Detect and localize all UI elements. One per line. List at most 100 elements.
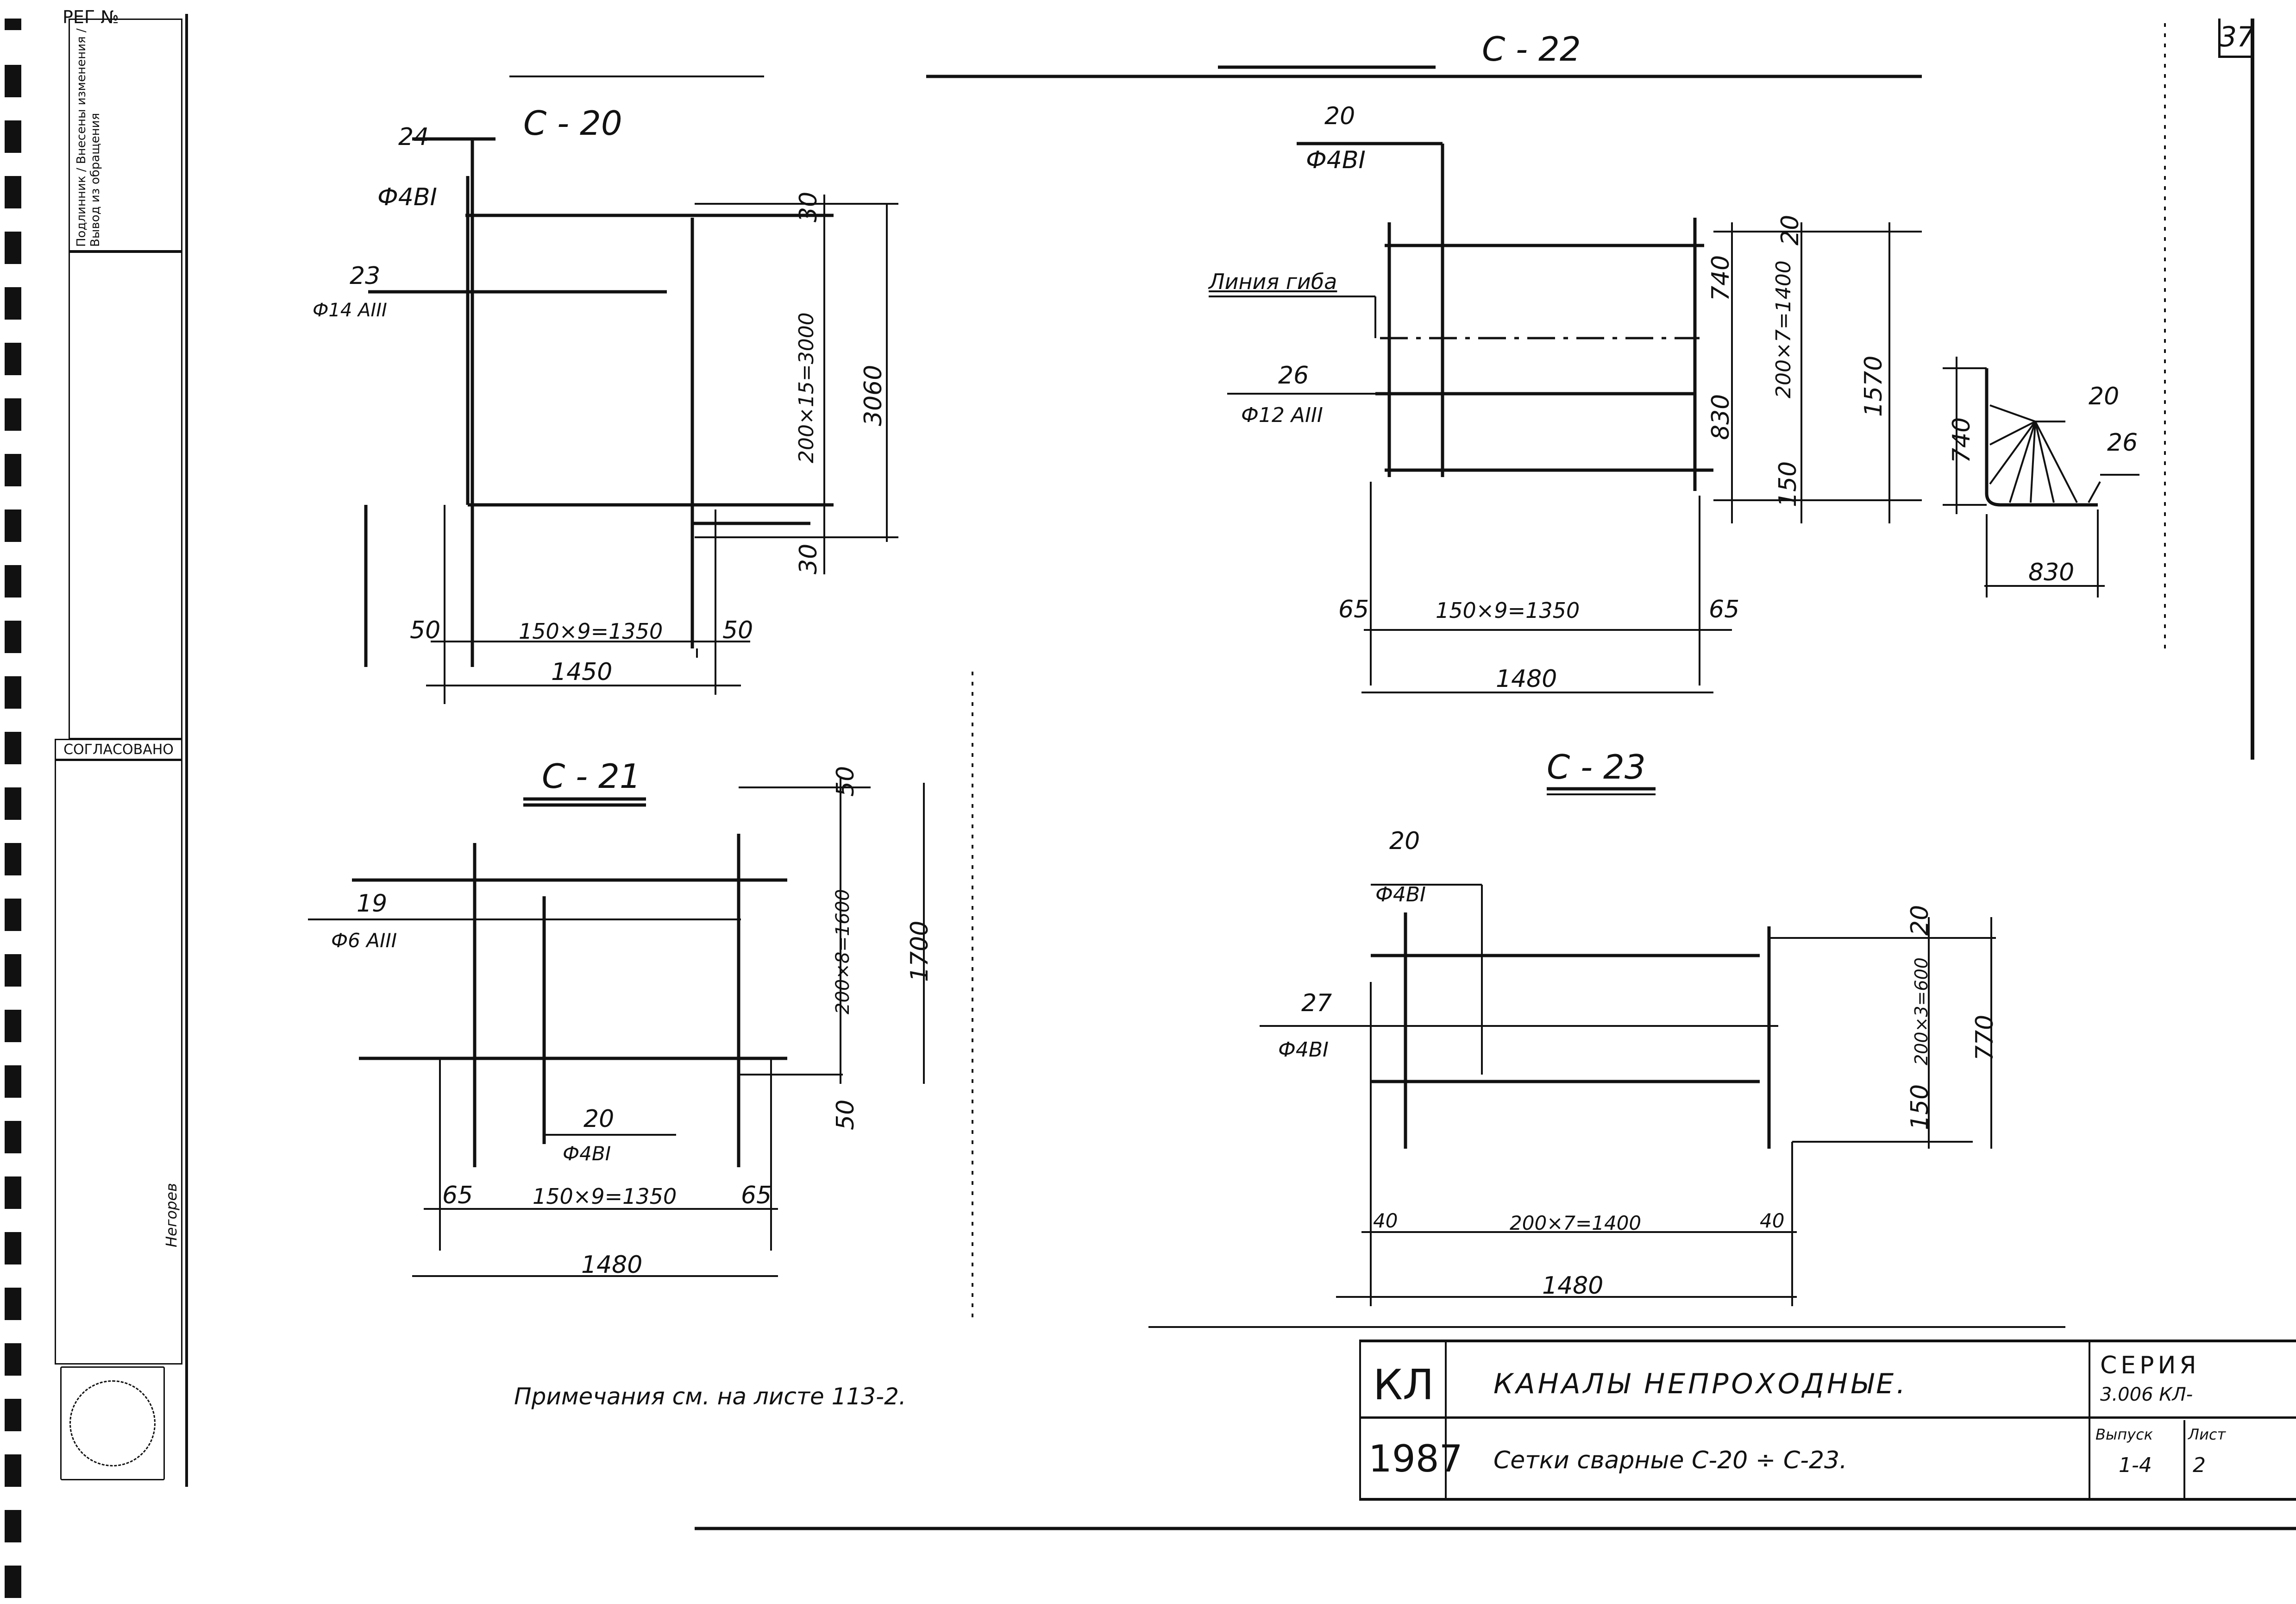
mesh-c23-left-off: 40 xyxy=(1373,1209,1398,1232)
bent-view-label-b: 26 xyxy=(2107,429,2138,457)
mesh-c23-top-bar-spec: Ф4ВI xyxy=(1375,883,1426,906)
mesh-c20-width-total: 1450 xyxy=(551,658,613,686)
mesh-c22-top-bar-pos: 20 xyxy=(1324,102,1355,130)
binding-hole xyxy=(5,510,21,542)
mesh-c22-drawing xyxy=(1209,65,1922,693)
mesh-c23-side-bar-spec: Ф4ВI xyxy=(1278,1038,1329,1062)
mesh-c22-width-total: 1480 xyxy=(1496,665,1557,693)
binding-hole xyxy=(5,65,21,97)
mesh-c21-title: С - 21 xyxy=(542,757,641,796)
mesh-c22-side-bar-spec: Ф12 АIII xyxy=(1241,403,1323,427)
mesh-c23-top-off: 20 xyxy=(1906,905,1934,936)
mesh-c22-bent-view xyxy=(1943,357,2139,598)
binding-hole xyxy=(5,1176,21,1209)
mesh-c22-horizontal-pitch: 150×9=1350 xyxy=(1436,598,1580,623)
mesh-c22-bend-line-label: Линия гиба xyxy=(1209,269,1337,294)
sheet-note: Примечания см. на листе 113-2. xyxy=(514,1383,906,1410)
mesh-c20-height-total: 3060 xyxy=(859,365,887,426)
tb-divider xyxy=(1359,1342,1361,1498)
title-block: КЛ 1987 КАНАЛЫ НЕПРОХОДНЫЕ. Сетки сварны… xyxy=(1359,1340,2296,1501)
mesh-c22-title: С - 22 xyxy=(1482,30,1581,69)
tb-issue-value: 1-4 xyxy=(2119,1453,2152,1477)
binding-hole xyxy=(5,1121,21,1153)
binding-hole xyxy=(5,1288,21,1320)
mesh-c23-bottom-off: 150 xyxy=(1906,1084,1934,1130)
mesh-c21-bottom-bar-spec: Ф4ВI xyxy=(563,1142,611,1165)
stamp-agreed-label: СОГЛАСОВАНО xyxy=(55,739,182,760)
mesh-c21-right-off: 65 xyxy=(741,1182,772,1209)
mesh-c22-height-total: 1570 xyxy=(1860,355,1888,417)
right-frame-line xyxy=(2251,19,2254,760)
mesh-c22-side-bar-pos: 26 xyxy=(1278,362,1309,390)
mesh-c20-side-bar-pos: 23 xyxy=(350,262,381,290)
mesh-c23-height-total: 770 xyxy=(1971,1014,1999,1061)
round-seal-icon xyxy=(69,1380,156,1466)
tb-code-bottom: 1987 xyxy=(1368,1437,1463,1480)
binding-hole xyxy=(5,899,21,931)
tb-divider xyxy=(1445,1342,1447,1498)
binding-hole xyxy=(5,1232,21,1264)
binding-hole xyxy=(5,787,21,820)
mesh-c20-left-off: 50 xyxy=(410,616,441,644)
tb-sheet-value: 2 xyxy=(2193,1453,2206,1477)
binding-hole xyxy=(5,1566,21,1598)
mesh-c20-top-bar-spec: Ф4ВI xyxy=(377,183,437,211)
page-number-box: 37 xyxy=(2218,19,2254,58)
mesh-c20-top-off: 30 xyxy=(795,191,822,222)
tb-title: КАНАЛЫ НЕПРОХОДНЫЕ. xyxy=(1493,1368,1908,1400)
mesh-c22-bottom-off: 150 xyxy=(1774,461,1802,507)
mesh-c20-vertical-pitch: 200×15=3000 xyxy=(795,312,818,463)
binding-hole xyxy=(5,1065,21,1098)
mesh-c21-bottom-bar-pos: 20 xyxy=(583,1105,615,1133)
mesh-c22-top-bar-spec: Ф4ВI xyxy=(1306,146,1366,174)
binding-hole xyxy=(5,843,21,875)
mesh-c20-right-off: 50 xyxy=(722,616,753,644)
mesh-c23-title: С - 23 xyxy=(1547,748,1646,786)
binding-hole xyxy=(5,343,21,375)
mesh-c21-left-off: 65 xyxy=(442,1182,473,1209)
mesh-c22-upper-segment: 740 xyxy=(1707,255,1735,301)
binding-hole xyxy=(5,176,21,208)
left-stamp: Подлинник / Внесены изменения / Вывод из… xyxy=(51,14,188,1487)
binding-hole xyxy=(5,19,21,30)
binding-hole xyxy=(5,1454,21,1487)
stamp-signatures-grid: Негорев xyxy=(55,760,182,1365)
mesh-c21-horizontal-pitch: 150×9=1350 xyxy=(533,1184,677,1209)
mesh-c21-vertical-pitch: 200×8=1600 xyxy=(832,889,853,1014)
binding-hole xyxy=(5,1399,21,1431)
tb-code-top: КЛ xyxy=(1373,1361,1434,1409)
mesh-c21-top-off: 50 xyxy=(832,766,859,797)
binding-hole xyxy=(5,565,21,598)
tb-divider xyxy=(2089,1342,2090,1498)
tb-series-label: СЕРИЯ xyxy=(2100,1352,2200,1379)
mesh-c22-right-off: 65 xyxy=(1709,596,1740,623)
binding-hole xyxy=(5,398,21,431)
bent-view-label-a: 20 xyxy=(2089,383,2120,410)
binding-hole xyxy=(5,732,21,764)
mesh-c20-horizontal-pitch: 150×9=1350 xyxy=(519,619,663,644)
binding-hole xyxy=(5,954,21,987)
binding-hole xyxy=(5,1010,21,1042)
mesh-c21-side-bar-spec: Ф6 АIII xyxy=(331,929,397,952)
binding-hole xyxy=(5,621,21,653)
reg-number-label: РЕГ № xyxy=(63,7,119,27)
stamp-empty-grid xyxy=(69,250,182,739)
agreed-text: СОГЛАСОВАНО xyxy=(63,741,174,758)
binding-hole xyxy=(5,232,21,264)
mesh-c23-width-total: 1480 xyxy=(1542,1272,1604,1300)
mesh-c23-vertical-pitch: 200×3=600 xyxy=(1911,957,1932,1065)
binding-holes xyxy=(5,0,28,1604)
mesh-c22-vertical-pitch: 200×7=1400 xyxy=(1772,260,1795,398)
binding-hole xyxy=(5,1343,21,1376)
mesh-c22-left-off: 65 xyxy=(1338,596,1369,623)
mesh-c20-drawing xyxy=(364,137,898,704)
mesh-c21-side-bar-pos: 19 xyxy=(357,890,388,918)
mesh-c23-horizontal-pitch: 200×7=1400 xyxy=(1510,1212,1642,1234)
mesh-c21-height-total: 1700 xyxy=(906,920,934,982)
mesh-c22-lower-segment: 830 xyxy=(1707,394,1735,440)
mesh-c21-drawing xyxy=(308,778,925,1277)
mesh-c20-bottom-off: 30 xyxy=(795,543,822,574)
tb-divider xyxy=(2183,1420,2185,1498)
mesh-c23-side-bar-pos: 27 xyxy=(1301,989,1332,1017)
